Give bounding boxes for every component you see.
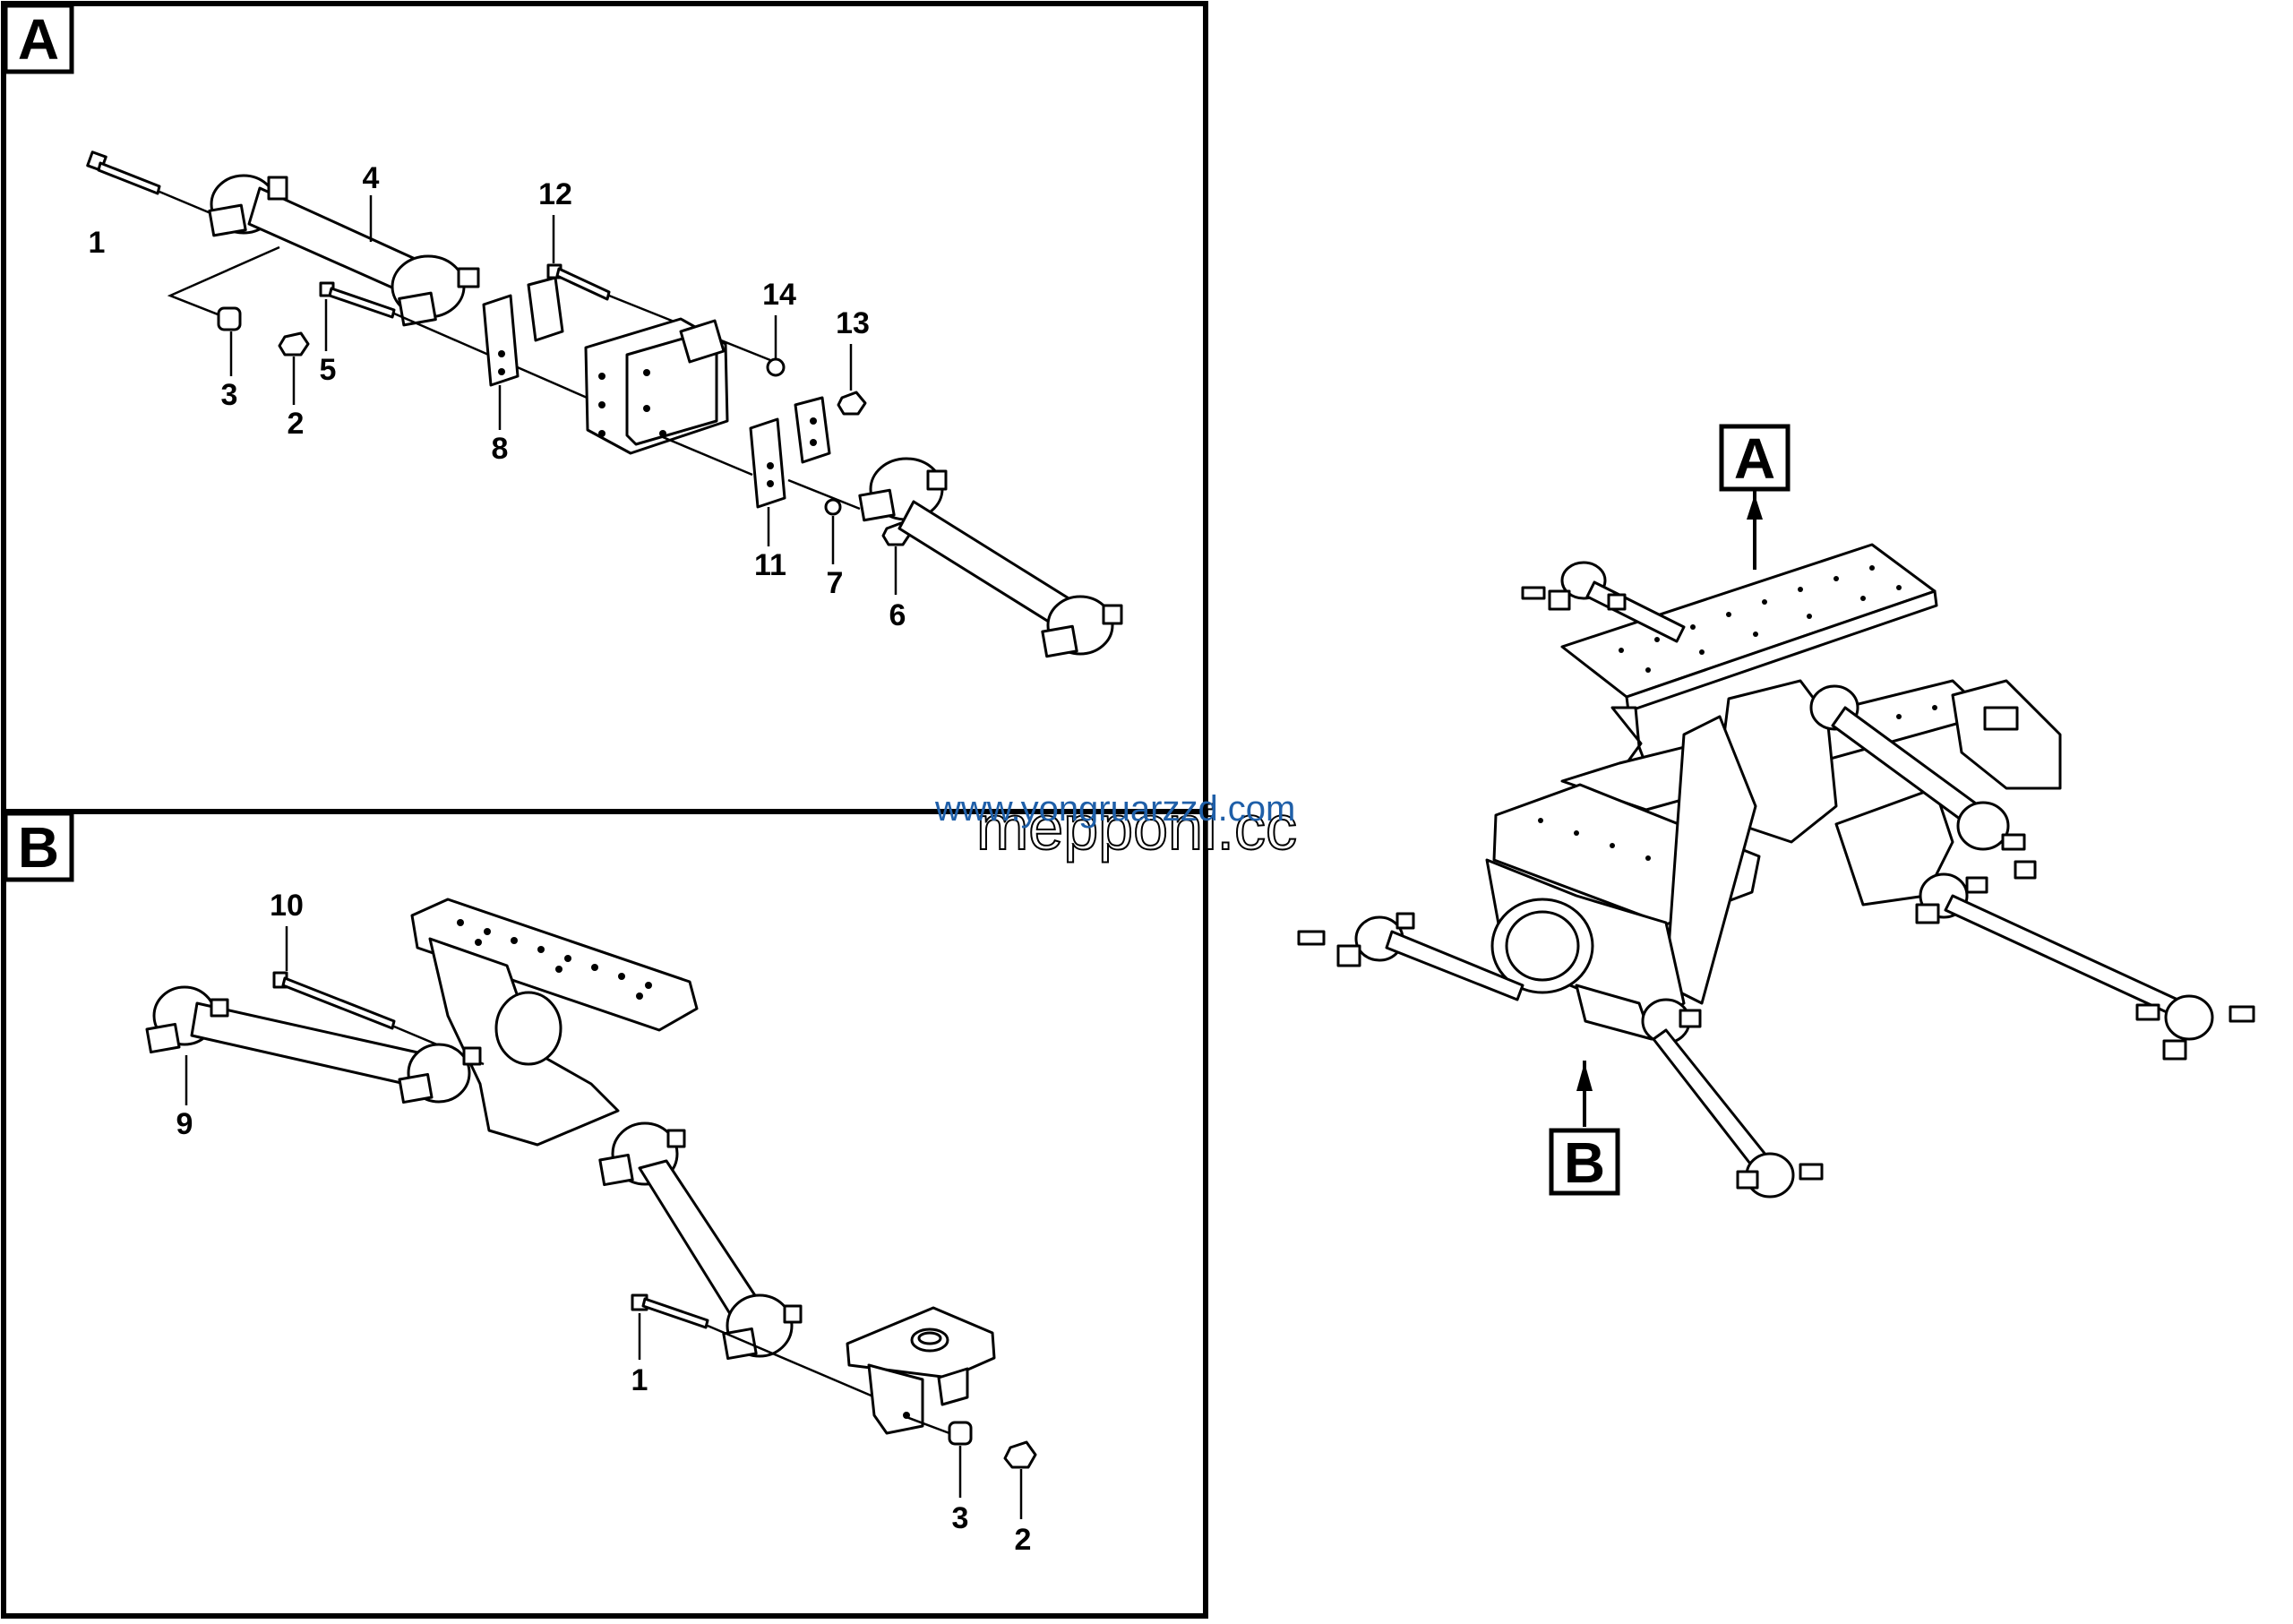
- axle-bracket: [846, 1306, 996, 1435]
- label-a-8: 8: [492, 432, 509, 466]
- frame-rails: [1492, 543, 1990, 926]
- nut-13: [837, 391, 867, 416]
- section-a-letter: A: [18, 7, 59, 72]
- label-b-10: 10: [270, 889, 304, 923]
- label-a-4: 4: [363, 161, 380, 195]
- label-b-3: 3: [952, 1501, 969, 1535]
- overview-rod-left-lower: [1297, 912, 1524, 1001]
- bolt-12: [546, 263, 611, 301]
- bolt-1: [86, 150, 161, 195]
- overview-assembly: A B: [1297, 424, 2255, 1199]
- panel-b-drawing: [145, 898, 1037, 1519]
- watermark-brand: mepponi.cc: [976, 793, 1297, 863]
- label-a-6: 6: [889, 598, 906, 632]
- section-b-letter: B: [18, 815, 59, 880]
- torque-rod-lower: [858, 457, 1123, 658]
- panel-a-drawing: [86, 150, 1123, 658]
- overview-rod-bottom: [1641, 998, 1824, 1199]
- bolt-5: [319, 281, 396, 319]
- center-bracket: [584, 317, 729, 455]
- spacer-3: [217, 306, 242, 331]
- label-a-2: 2: [288, 407, 305, 441]
- nut-2-b: [1003, 1440, 1037, 1469]
- washer-7: [824, 498, 842, 516]
- overview-rod-top-left: [1521, 561, 1686, 643]
- callout-a: A: [1719, 424, 1791, 570]
- overview-rod-rear-right: [1809, 684, 2037, 880]
- frame-bracket: [410, 898, 699, 1147]
- spacer-3-b: [948, 1421, 973, 1446]
- callout-b: B: [1549, 1061, 1620, 1196]
- bolt-10: [272, 971, 396, 1030]
- watermark: mepponi.cc www.yongruarzzd.com: [934, 789, 1298, 864]
- panel-b-labels: 10 9 1 3 2: [176, 889, 1032, 1557]
- callout-b-letter: B: [1564, 1130, 1605, 1195]
- label-b-2: 2: [1015, 1523, 1032, 1557]
- label-a-13: 13: [836, 306, 870, 340]
- torque-rod-9: [145, 985, 482, 1104]
- torque-rod-4: [208, 174, 480, 327]
- washer-14: [766, 357, 786, 377]
- clamp-8: [482, 276, 564, 387]
- label-a-1: 1: [89, 226, 106, 260]
- label-b-1: 1: [631, 1363, 648, 1397]
- nut-2: [278, 331, 310, 357]
- callout-a-letter: A: [1734, 426, 1775, 491]
- overview-hub-right: [1951, 679, 2062, 790]
- label-a-14: 14: [762, 278, 796, 312]
- label-a-3: 3: [221, 378, 238, 412]
- panel-b-frame: [1, 809, 1208, 1619]
- label-a-7: 7: [827, 566, 844, 600]
- section-b-tag: B: [3, 811, 74, 882]
- bolt-1-b: [631, 1293, 709, 1329]
- panel-a-labels: 1 4 3 2 5 8 12 14 13 11 7 6: [89, 161, 906, 632]
- watermark-url: www.yongruarzzd.com: [934, 789, 1295, 829]
- label-a-5: 5: [320, 353, 337, 387]
- label-a-12: 12: [538, 177, 572, 211]
- label-a-11: 11: [754, 548, 786, 582]
- clamp-11: [749, 396, 831, 509]
- overview-rod-right-lower: [1915, 872, 2255, 1061]
- label-b-9: 9: [176, 1107, 193, 1141]
- section-a-tag: A: [3, 3, 74, 74]
